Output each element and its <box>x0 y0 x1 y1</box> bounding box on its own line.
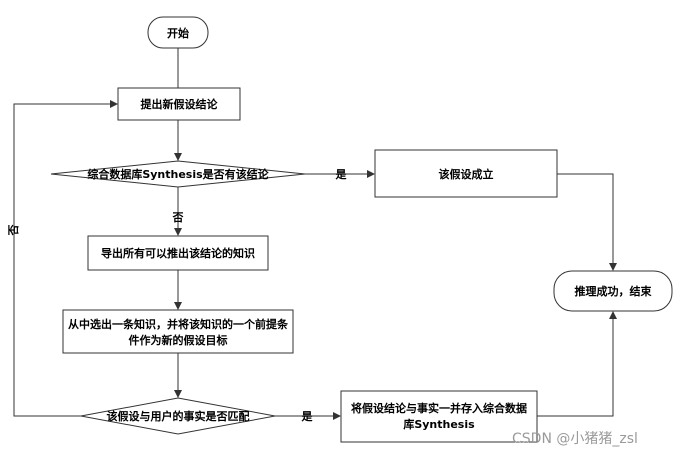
store-node <box>340 390 538 443</box>
edges <box>13 48 617 420</box>
arrowhead <box>174 153 182 161</box>
end-label: 推理成功，结束 <box>575 284 653 298</box>
select-label-line2: 件作为新的假设目标 <box>129 333 228 347</box>
store-label-line2: 库Synthesis <box>403 417 475 431</box>
edge-label-check-yes: 是 <box>335 168 348 181</box>
propose-node <box>117 87 241 121</box>
edge-label-match-no: 否 <box>7 225 20 237</box>
arrowhead <box>367 170 375 178</box>
arrowhead <box>174 302 182 310</box>
check-db-decision <box>50 160 306 188</box>
arrowhead <box>609 311 617 319</box>
match-decision <box>80 397 276 435</box>
start-node <box>147 16 209 49</box>
select-label-line1: 从中选出一条知识，并将该知识的一个前提条 <box>68 317 289 331</box>
edge-true-to-end <box>557 173 614 263</box>
derive-label: 导出所有可以推出该结论的知识 <box>101 246 255 260</box>
watermark-text: CSDN @小猪猪_zsl <box>512 431 638 447</box>
propose-label: 提出新假设结论 <box>141 97 219 111</box>
hypothesis-true-node <box>374 149 558 198</box>
store-label-line1: 将假设结论与事实一并存入综合数据 <box>351 401 527 415</box>
arrowhead <box>333 412 341 420</box>
edge-match-no-loop <box>13 103 110 417</box>
arrowhead <box>174 390 182 398</box>
select-node <box>62 309 294 354</box>
edge-store-to-end <box>537 319 614 417</box>
edge-label-check-no: 否 <box>172 211 184 224</box>
derive-node <box>87 235 269 271</box>
arrowhead <box>609 263 617 271</box>
edge-label-match-yes: 是 <box>301 410 314 423</box>
start-label: 开始 <box>167 26 189 40</box>
arrowhead <box>110 100 118 108</box>
hypothesis-true-label: 该假设成立 <box>439 167 494 181</box>
end-node <box>553 270 673 312</box>
match-label: 该假设与用户的事实是否匹配 <box>107 409 250 423</box>
arrowhead <box>174 228 182 236</box>
check-db-label: 综合数据库Synthesis是否有该结论 <box>87 167 269 181</box>
